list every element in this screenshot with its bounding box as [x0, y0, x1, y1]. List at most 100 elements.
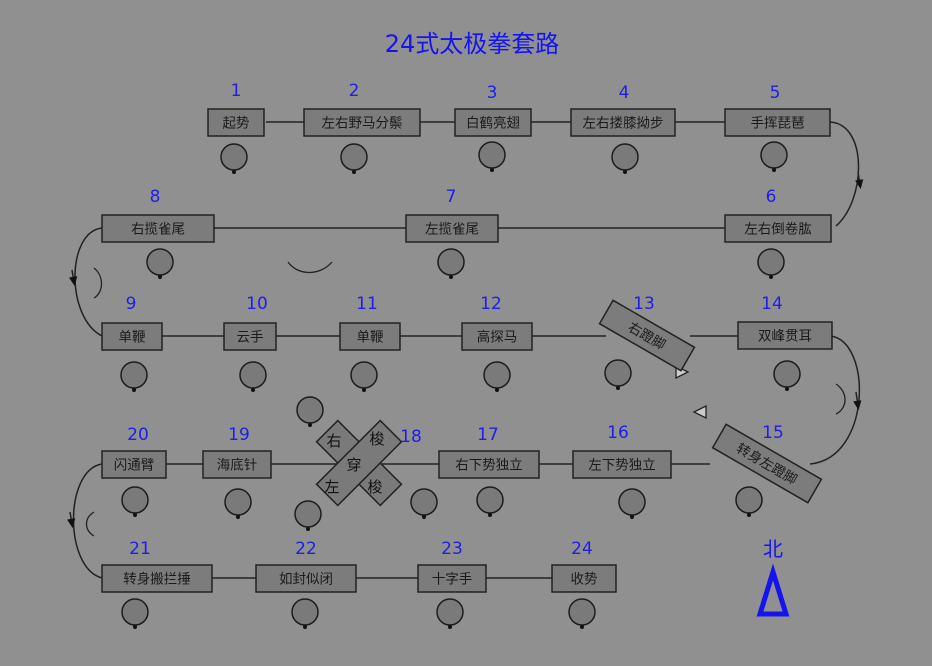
- step-box-rect: [737, 321, 833, 350]
- step-number: 1: [231, 81, 242, 101]
- step-box: 起势: [207, 108, 265, 137]
- step-number: 13: [633, 294, 655, 314]
- footprint-dot: [495, 388, 499, 392]
- step-number: 17: [477, 425, 499, 445]
- step-box: 左揽雀尾: [405, 214, 499, 243]
- step-label: 左下势独立: [588, 458, 656, 474]
- footprint-icon: [350, 361, 378, 389]
- step-box-rect: [570, 108, 676, 137]
- footprint-icon: [121, 598, 149, 626]
- cross-shuttle: 右 梭 穿 左 梭: [315, 419, 403, 507]
- footprint-icon: [476, 486, 504, 514]
- step-box: 右下势独立: [438, 450, 540, 479]
- footprint-icon: [224, 488, 252, 516]
- step-label: 右下势独立: [455, 458, 523, 474]
- step-box-rect: [303, 108, 421, 137]
- step-box: 收势: [551, 564, 617, 593]
- footprint-dot: [422, 515, 426, 519]
- step-number: 11: [356, 294, 378, 314]
- step-box-rect: [461, 322, 533, 351]
- step-number: 14: [761, 294, 783, 314]
- step-box-rect: [202, 450, 272, 479]
- step-label: 左右倒卷肱: [744, 222, 812, 238]
- step-number: 18: [400, 427, 422, 447]
- footprint-icon: [410, 488, 438, 516]
- step-label: 白鹤亮翅: [466, 115, 520, 132]
- step-number: 2: [349, 81, 360, 101]
- steps-layer: 1起势2左右野马分鬃3白鹤亮翅4左右搂膝拗步5手挥琵琶6左右倒卷肱7左揽雀尾8右…: [101, 81, 833, 593]
- footprint-dot: [352, 170, 356, 174]
- step-9: 9单鞭: [101, 294, 163, 351]
- step-11: 11 单鞭: [339, 294, 401, 351]
- step-label: 收势: [571, 572, 598, 588]
- step-box: 高探马: [461, 322, 533, 351]
- footprint-icon: [296, 396, 324, 424]
- step-label: 闪通臂: [114, 458, 155, 474]
- step-2: 2 左右野马分鬃: [303, 81, 421, 137]
- step-label: 云手: [237, 330, 264, 346]
- step-box: 转身搬拦捶: [101, 564, 213, 593]
- step-number: 4: [619, 83, 630, 103]
- step-label: 高探马: [477, 329, 518, 346]
- footprint-dot: [488, 513, 492, 517]
- step-label: 双峰贯耳: [758, 329, 812, 345]
- route-arrow-5-6: [855, 171, 864, 190]
- step-box: 右蹬脚: [598, 299, 696, 372]
- step-box: 右揽雀尾: [101, 214, 215, 243]
- cross-text-shuttle-1: 梭: [369, 430, 384, 448]
- step-21: 21 转身搬拦捶: [101, 539, 213, 593]
- step-box: 如封似闭: [255, 564, 357, 593]
- footprint-icon: [735, 486, 763, 514]
- cross-text-left: 左: [324, 478, 339, 496]
- footprint-dot: [772, 168, 776, 172]
- step-box: 单鞭: [339, 322, 401, 351]
- footprint-icon: [483, 361, 511, 389]
- step-box-rect: [101, 214, 215, 243]
- footprint-icon: [437, 248, 465, 276]
- footprint-dot: [158, 275, 162, 279]
- footprint-icon: [120, 361, 148, 389]
- step-box: 单鞭: [101, 322, 163, 351]
- step-label: 海底针: [217, 458, 258, 474]
- curved-arrow-icon: [85, 511, 95, 537]
- footprint-icon: [478, 141, 506, 169]
- step-box-rect: [101, 322, 163, 351]
- step-number: 12: [480, 294, 502, 314]
- step-19: 19 海底针: [202, 425, 272, 479]
- cross-bar-b: [315, 419, 403, 507]
- step-5: 5 手挥琵琶: [724, 83, 831, 137]
- step-label: 如封似闭: [279, 572, 333, 588]
- step-box: 手挥琵琶: [724, 108, 831, 137]
- diagram-title: 24式太极拳套路: [385, 30, 560, 58]
- step-number: 21: [129, 539, 151, 559]
- step-number: 7: [446, 187, 457, 207]
- curved-arrow-icon: [287, 261, 333, 274]
- step-box: 左右野马分鬃: [303, 108, 421, 137]
- cross-text-right: 右: [326, 432, 341, 450]
- step-box: 白鹤亮翅: [454, 108, 532, 137]
- footprint-dot: [251, 388, 255, 392]
- step-label: 右揽雀尾: [131, 221, 185, 238]
- footprint-icon: [146, 248, 174, 276]
- footprint-icon: [568, 598, 596, 626]
- footprint-dot: [132, 388, 136, 392]
- step-number: 5: [770, 83, 781, 103]
- footprint-icon: [760, 141, 788, 169]
- footprint-icon: [604, 359, 632, 387]
- step-number: 15: [762, 423, 784, 443]
- step-box-rect: [417, 564, 487, 593]
- footprint-dot: [769, 275, 773, 279]
- footprint-icon: [436, 598, 464, 626]
- footprint-dot: [580, 625, 584, 629]
- step-box: 十字手: [417, 564, 487, 593]
- step-box-rect: [711, 423, 823, 504]
- step-box: 左右搂膝拗步: [570, 108, 676, 137]
- route-turn-20-21: [72, 463, 103, 579]
- footprint-icon: [757, 248, 785, 276]
- step-number: 19: [228, 425, 250, 445]
